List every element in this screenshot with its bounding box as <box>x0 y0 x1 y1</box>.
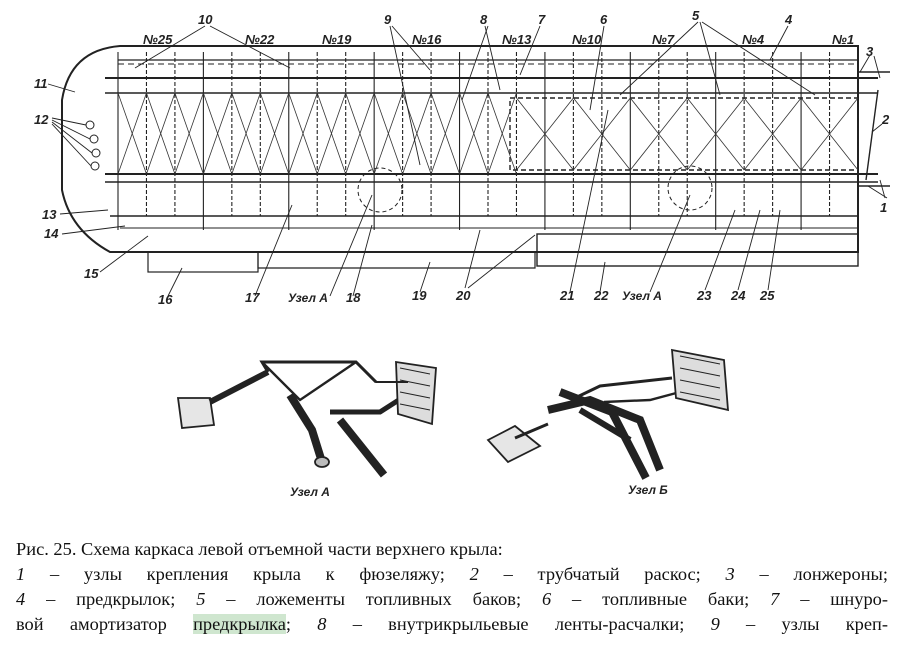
rib-label: №1 <box>832 32 854 47</box>
callout-21: 21 <box>559 288 574 303</box>
bracing-wire <box>800 97 859 171</box>
bracing-wire <box>430 92 460 175</box>
rib-label: №22 <box>245 32 275 47</box>
bracing-wire <box>146 92 176 175</box>
caption-title: Рис. 25. Схема каркаса левой отъемной ча… <box>16 539 503 559</box>
callout-9: 9 <box>384 12 392 27</box>
bracing-wire <box>345 92 375 175</box>
callout-16: 16 <box>158 292 173 307</box>
caption-line-4: вой амортизатор предкрылка; 8 – внутрикр… <box>16 614 888 634</box>
node-b-caption: Узел Б <box>628 483 668 497</box>
bracing-wire <box>373 92 403 175</box>
wing-frame-diagram: №25 №22 №19 №16 №13 №10 №7 №4 №1 <box>34 8 890 499</box>
node-a-label: Узел А <box>288 291 328 305</box>
callout-19: 19 <box>412 288 427 303</box>
node-b-label: Узел А <box>622 289 662 303</box>
caption-line-3: 4 – предкрылок; 5 – ложементы топливных … <box>16 589 888 609</box>
bracing-wire <box>259 92 290 175</box>
caption-line-2: 1 – узлы крепления крыла к фюзеляжу; 2 –… <box>16 564 888 584</box>
bracing-wire <box>288 92 318 175</box>
bracing-wire <box>743 97 802 171</box>
callout-24: 24 <box>730 288 746 303</box>
bracing-wire <box>629 97 688 171</box>
callout-4: 4 <box>784 12 793 27</box>
wing-outline <box>61 45 890 273</box>
rib-label: №10 <box>572 32 602 47</box>
bracing-wire <box>174 92 204 175</box>
callout-5: 5 <box>692 8 700 23</box>
bracing-wire <box>516 97 574 171</box>
node-a-caption: Узел А <box>290 485 330 499</box>
bracing-wire <box>316 92 347 175</box>
rib-label: №7 <box>652 32 675 47</box>
rib-label: №4 <box>742 32 765 47</box>
node-a-detail <box>176 360 437 478</box>
callout-1: 1 <box>880 200 887 215</box>
node-b-detail <box>486 348 729 480</box>
callout-leaders <box>47 21 888 297</box>
rib-label: №25 <box>143 32 173 47</box>
callout-2: 2 <box>881 112 890 127</box>
figure-caption: Рис. 25. Схема каркаса левой отъемной ча… <box>16 537 888 637</box>
bracing-wire <box>686 97 745 171</box>
bracing-wire <box>231 92 261 175</box>
callout-8: 8 <box>480 12 488 27</box>
rib-label: №16 <box>412 32 442 47</box>
rib-label: №13 <box>502 32 532 47</box>
callout-13: 13 <box>42 207 57 222</box>
callout-14: 14 <box>44 226 59 241</box>
callout-10: 10 <box>198 12 213 27</box>
bracing-wire <box>203 92 233 175</box>
wing-ribs <box>117 52 859 230</box>
callout-6: 6 <box>600 12 608 27</box>
callout-3: 3 <box>866 44 874 59</box>
callout-22: 22 <box>593 288 609 303</box>
highlighted-word: предкрылка <box>193 614 286 634</box>
bracing-wire <box>459 92 489 175</box>
callout-numbers: 10 9 8 7 6 5 4 3 2 1 11 12 13 14 15 16 1… <box>34 8 890 307</box>
rib-label: №19 <box>322 32 352 47</box>
rib-numbers: №25 №22 №19 №16 №13 №10 №7 №4 №1 <box>143 32 854 47</box>
callout-23: 23 <box>696 288 712 303</box>
bracing-wire <box>573 97 631 171</box>
callout-11: 11 <box>34 76 48 91</box>
callout-20: 20 <box>455 288 471 303</box>
wing-cross-bracing <box>117 92 859 175</box>
bracing-wire <box>487 92 517 175</box>
callout-15: 15 <box>84 266 99 281</box>
callout-18: 18 <box>346 290 361 305</box>
bracing-wire <box>117 92 147 175</box>
callout-7: 7 <box>538 12 546 27</box>
bracing-wire <box>402 92 432 175</box>
callout-25: 25 <box>759 288 775 303</box>
callout-17: 17 <box>245 290 260 305</box>
callout-12: 12 <box>34 112 49 127</box>
